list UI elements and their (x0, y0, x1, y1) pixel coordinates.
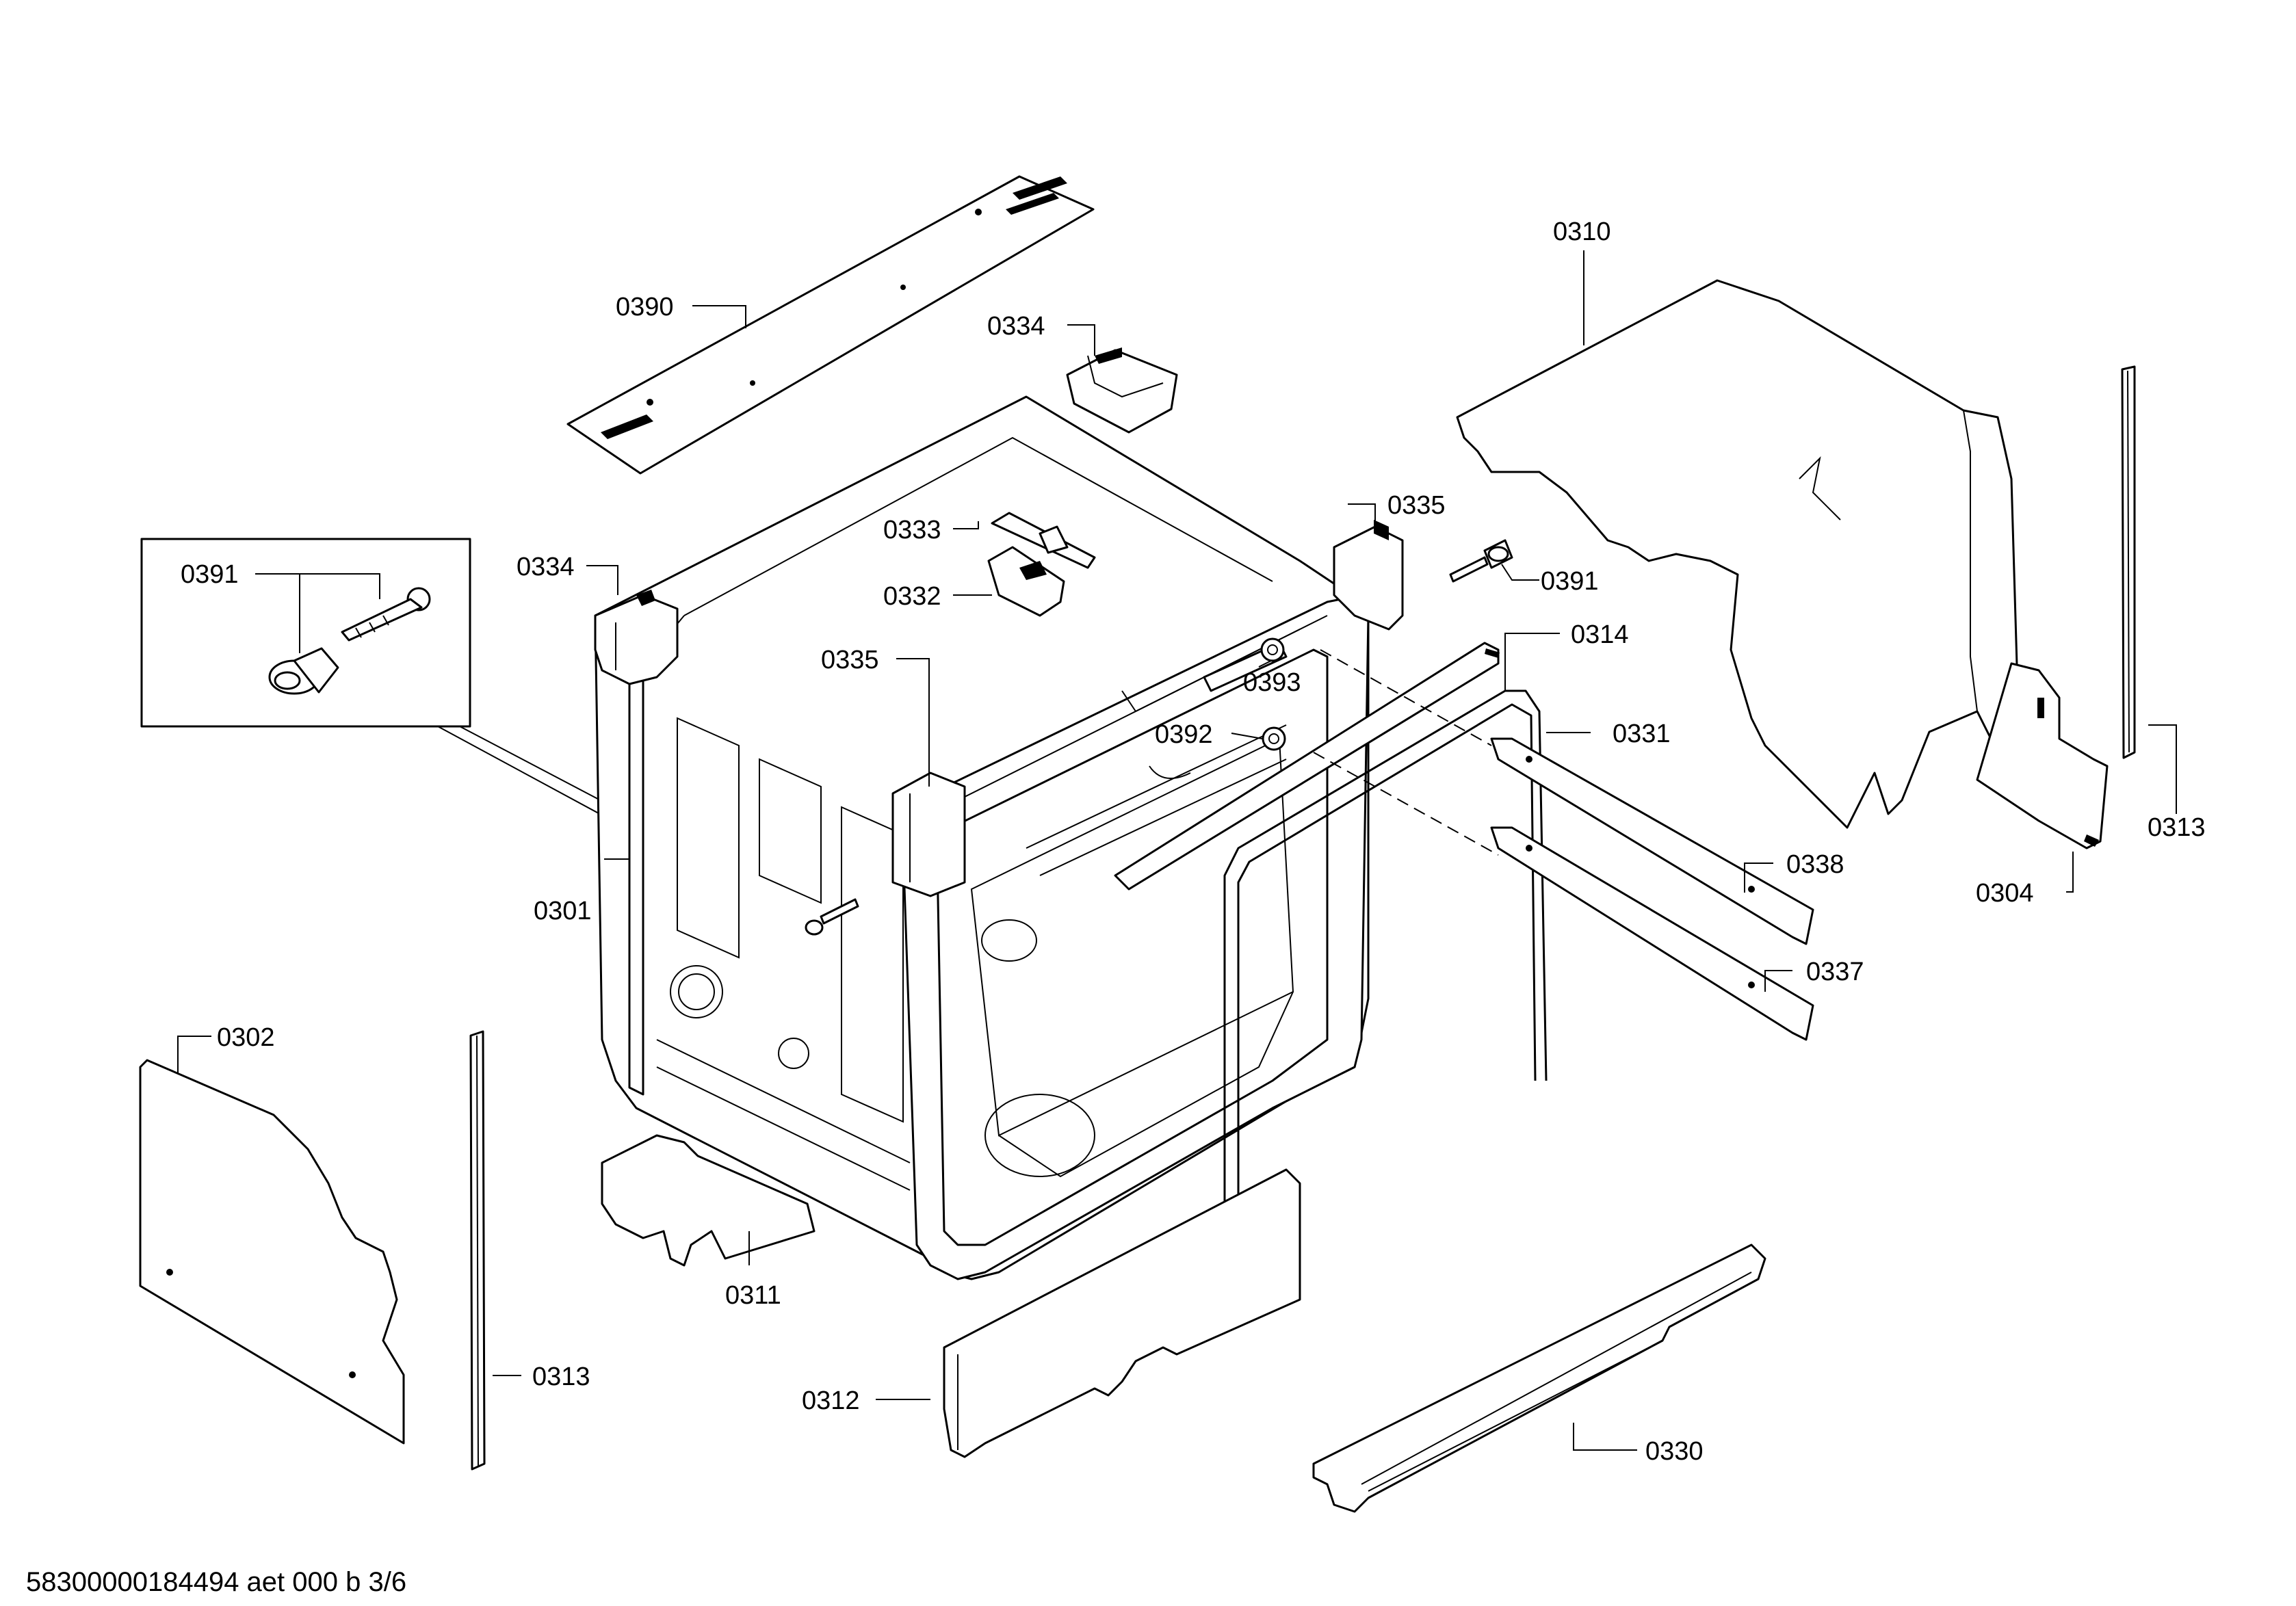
part-labels: 0390 0334 0310 0391 0334 0333 0335 0332 … (181, 218, 2206, 1466)
part-0332-clip (987, 546, 1065, 617)
inset-wall-plug (268, 647, 339, 695)
label-0390: 0390 (616, 293, 674, 321)
inset-box-0391 (140, 538, 471, 728)
label-0301: 0301 (534, 897, 592, 925)
part-0335-bracket-front (891, 772, 966, 897)
label-0392: 0392 (1155, 720, 1213, 749)
part-0390-top-plate (566, 175, 1095, 475)
label-0391-right: 0391 (1541, 567, 1599, 596)
document-id: 58300000184494 aet 000 b 3/6 (26, 1567, 406, 1597)
label-0311: 0311 (725, 1281, 781, 1310)
label-0334-left: 0334 (517, 553, 575, 581)
part-0392-bearing (1262, 726, 1286, 751)
part-0338-rail (1490, 737, 1814, 945)
part-0391-screw-right (1449, 539, 1513, 583)
label-0393: 0393 (1243, 668, 1301, 697)
label-0313-right: 0313 (2148, 813, 2206, 842)
part-0334-left-bracket (594, 590, 679, 685)
part-0302-side-panel (139, 1059, 405, 1445)
part-0310-insulation-mat (1456, 279, 2026, 829)
label-0304: 0304 (1976, 879, 2034, 908)
part-0313-right-strip (2121, 365, 2136, 759)
part-0335-bracket-right (1333, 520, 1404, 631)
part-0337-rail (1490, 826, 1814, 1041)
leader-lines (177, 250, 2177, 1451)
part-0330-kick-panel (1312, 1243, 1766, 1513)
label-0302: 0302 (217, 1023, 275, 1052)
label-0391-inset: 0391 (181, 560, 239, 589)
part-0313-left-strip (469, 1030, 486, 1471)
part-0311-base-block (601, 1134, 816, 1267)
label-0335-mid: 0335 (821, 646, 879, 674)
part-0312-front-block (943, 1168, 1301, 1458)
label-0310: 0310 (1553, 218, 1611, 246)
label-0314: 0314 (1571, 620, 1629, 649)
label-0332: 0332 (883, 582, 941, 611)
label-0338: 0338 (1786, 850, 1844, 879)
part-0333-latch (991, 512, 1096, 569)
label-0330: 0330 (1645, 1437, 1704, 1466)
inset-screw (341, 587, 431, 642)
part-0393-bearing (1260, 637, 1285, 662)
part-0334-top-bracket (1066, 347, 1178, 434)
label-0335-top: 0335 (1387, 491, 1446, 520)
part-0391-screw-tub (805, 898, 859, 936)
label-0313-left: 0313 (532, 1363, 590, 1391)
part-0314-rail (1114, 642, 1500, 891)
label-0337: 0337 (1806, 958, 1864, 986)
label-0312: 0312 (802, 1386, 860, 1415)
part-0301-tub (594, 395, 1370, 1280)
label-0331: 0331 (1613, 720, 1671, 748)
label-0334-top: 0334 (987, 312, 1045, 341)
label-0333: 0333 (883, 516, 941, 544)
part-0304-side-bracket (1976, 662, 2109, 850)
